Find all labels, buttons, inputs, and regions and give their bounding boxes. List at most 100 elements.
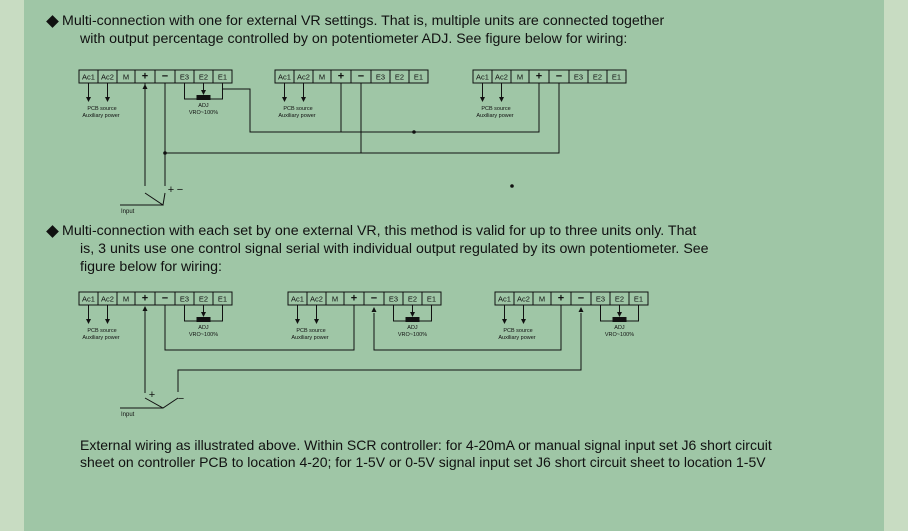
terminal-label: Ac2 <box>310 295 323 304</box>
wire <box>373 305 562 351</box>
arrow-icon <box>86 319 91 324</box>
terminal-label: E2 <box>199 73 208 82</box>
arrow-icon <box>142 306 148 311</box>
potentiometer-icon <box>196 95 211 100</box>
terminal-label: + <box>142 293 148 305</box>
arrow-icon <box>201 90 206 95</box>
terminal-label: − <box>556 71 562 83</box>
arrow-icon <box>314 319 319 324</box>
arrow-icon <box>295 319 300 324</box>
content-panel <box>24 0 884 531</box>
arrow-icon <box>410 312 415 317</box>
terminal-label: Ac2 <box>101 295 114 304</box>
auxiliary-power-label: Auxiliary power <box>82 335 119 341</box>
terminal-label: Ac2 <box>101 73 114 82</box>
terminal-label: E3 <box>180 295 189 304</box>
arrow-icon <box>617 312 622 317</box>
wire <box>164 83 560 154</box>
auxiliary-power-label: Auxiliary power <box>498 335 535 341</box>
arrow-icon <box>86 97 91 102</box>
terminal-label: E2 <box>395 73 404 82</box>
terminal-label: Ac2 <box>297 73 310 82</box>
terminal-label: − <box>162 293 168 305</box>
terminal-label: Ac1 <box>82 295 95 304</box>
arrow-icon <box>301 97 306 102</box>
terminal-label: + <box>142 71 148 83</box>
wire <box>177 313 582 392</box>
auxiliary-power-label: Auxiliary power <box>278 113 315 119</box>
footer-note: External wiring as illustrated above. Wi… <box>80 437 772 470</box>
terminal-label: − <box>358 71 364 83</box>
terminal-label: M <box>123 295 129 304</box>
pcb-source-label: PCB source <box>481 106 510 112</box>
terminal-label: Ac1 <box>82 73 95 82</box>
vro-label: VRO~100% <box>189 110 218 116</box>
terminal-label: + <box>536 71 542 83</box>
terminal-label: E1 <box>414 73 423 82</box>
terminal-label: E2 <box>593 73 602 82</box>
arrow-icon <box>105 97 110 102</box>
terminal-label: Ac1 <box>278 73 291 82</box>
terminal-label: Ac2 <box>495 73 508 82</box>
potentiometer-icon <box>196 317 211 322</box>
terminal-label: Ac1 <box>476 73 489 82</box>
vro-label: VRO~100% <box>189 332 218 338</box>
adj-label: ADJ <box>407 325 418 331</box>
pcb-source-label: PCB source <box>296 328 325 334</box>
terminal-label: M <box>123 73 129 82</box>
adj-label: ADJ <box>198 325 209 331</box>
junction-dot <box>510 184 514 188</box>
terminal-label: − <box>162 71 168 83</box>
terminal-label: E2 <box>615 295 624 304</box>
wire <box>144 192 166 206</box>
potentiometer-icon <box>405 317 420 322</box>
arrow-icon <box>480 97 485 102</box>
terminal-label: − <box>578 293 584 305</box>
terminal-label: E1 <box>427 295 436 304</box>
arrow-icon <box>371 307 377 312</box>
vro-label: VRO~100% <box>398 332 427 338</box>
input-label: Input <box>121 412 135 418</box>
adj-label: ADJ <box>614 325 625 331</box>
adj-label: ADJ <box>198 103 209 109</box>
terminal-label: + <box>558 293 564 305</box>
pcb-source-label: PCB source <box>87 328 116 334</box>
section1-line1: Multi-connection with one for external V… <box>62 13 665 29</box>
vro-label: VRO~100% <box>605 332 634 338</box>
section2-line3: figure below for wiring: <box>80 259 222 275</box>
terminal-label: − <box>371 293 377 305</box>
terminal-label: E3 <box>596 295 605 304</box>
auxiliary-power-label: Auxiliary power <box>476 113 513 119</box>
input-minus-label: − <box>178 393 184 405</box>
input-plus-label: + <box>168 184 174 196</box>
section2-line1: Multi-connection with each set by one ex… <box>62 223 697 239</box>
terminal-label: E3 <box>574 73 583 82</box>
terminal-label: Ac1 <box>291 295 304 304</box>
terminal-label: M <box>319 73 325 82</box>
terminal-label: E3 <box>376 73 385 82</box>
input-minus-label: − <box>177 184 183 196</box>
pcb-source-label: PCB source <box>87 106 116 112</box>
terminal-label: E1 <box>218 73 227 82</box>
terminal-label: Ac1 <box>498 295 511 304</box>
input-plus-label: + <box>149 389 155 401</box>
terminal-label: E2 <box>408 295 417 304</box>
arrow-icon <box>521 319 526 324</box>
terminal-label: + <box>338 71 344 83</box>
pcb-source-label: PCB source <box>503 328 532 334</box>
terminal-label: E1 <box>612 73 621 82</box>
wire <box>222 83 540 133</box>
terminal-label: E1 <box>218 295 227 304</box>
section2-line2: is, 3 units use one control signal seria… <box>80 241 709 257</box>
section1-line2: with output percentage controlled by on … <box>80 31 628 47</box>
terminal-label: Ac2 <box>517 295 530 304</box>
arrow-icon <box>282 97 287 102</box>
terminal-label: + <box>351 293 357 305</box>
terminal-label: E3 <box>180 73 189 82</box>
arrow-icon <box>201 312 206 317</box>
wire <box>164 305 355 351</box>
arrow-icon <box>502 319 507 324</box>
